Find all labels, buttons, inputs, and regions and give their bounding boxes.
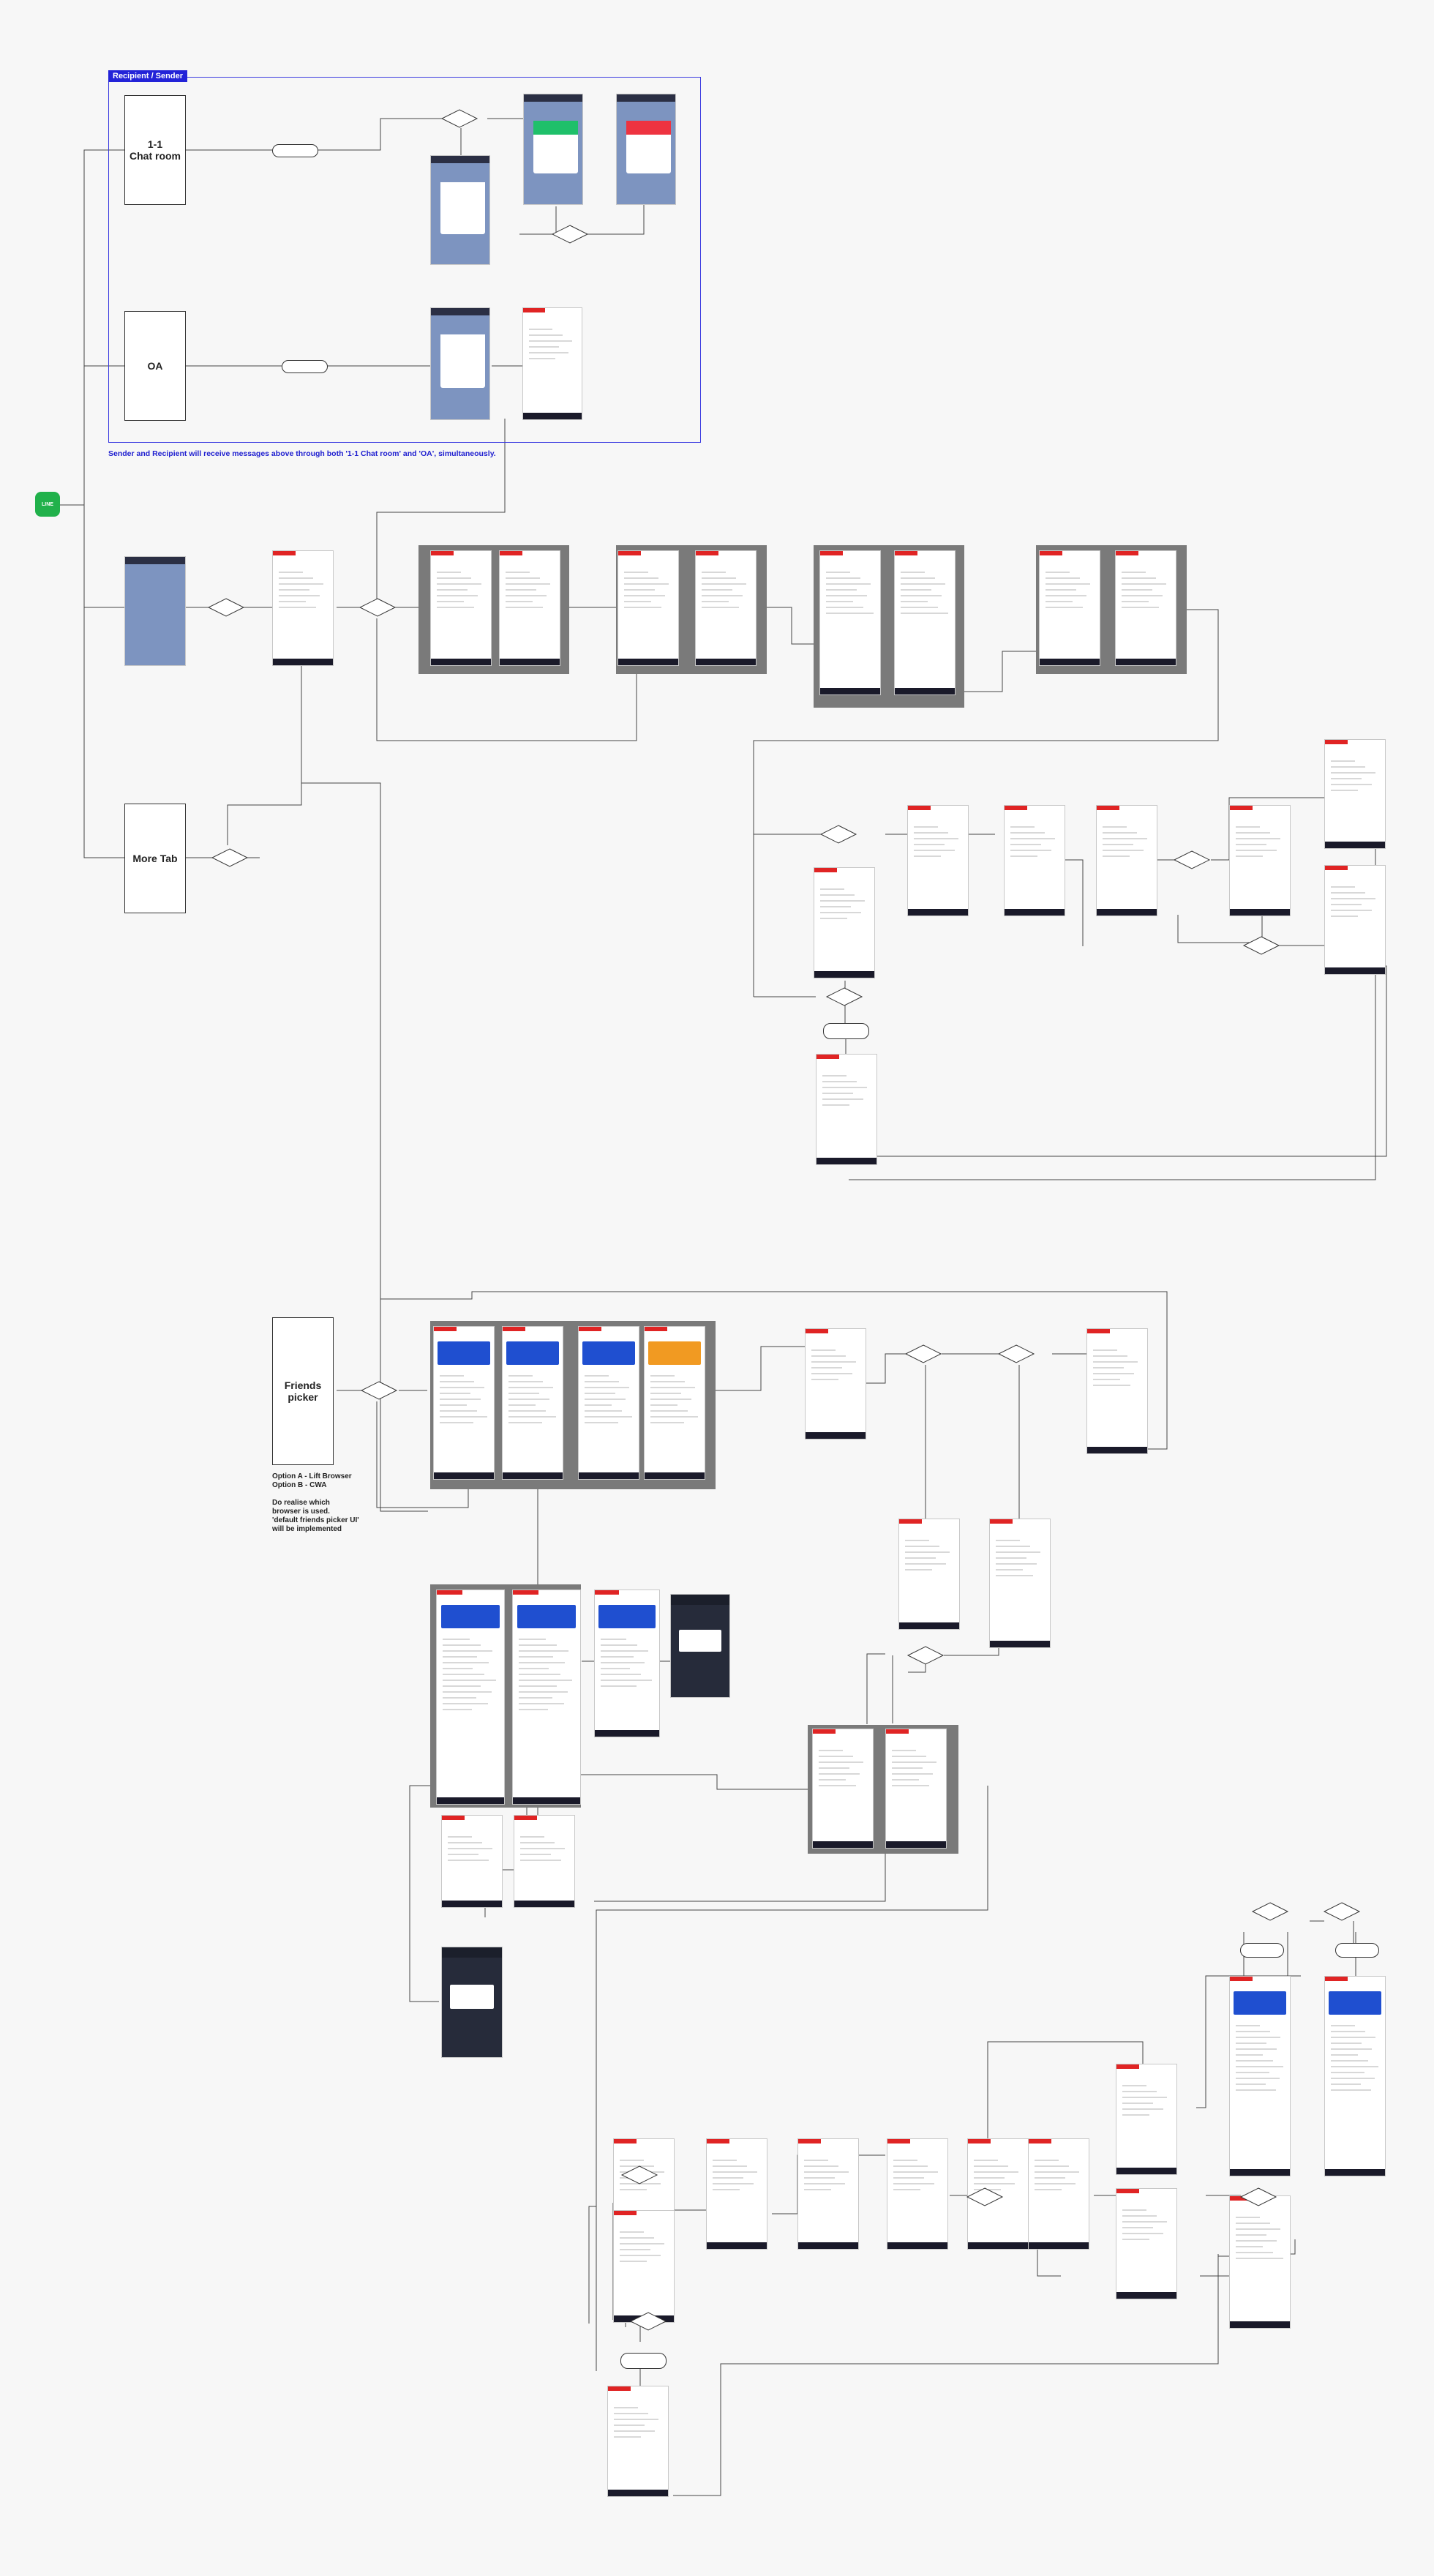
screen-thumbnail	[644, 1326, 705, 1480]
screen-thumbnail	[706, 2138, 767, 2250]
decision-diamond	[360, 1381, 398, 1400]
screen-thumbnail	[1115, 550, 1176, 666]
screen-thumbnail	[523, 94, 583, 205]
decision-diamond	[825, 987, 863, 1006]
screen-thumbnail	[814, 867, 875, 978]
screen-thumbnail	[1324, 865, 1386, 975]
screen-thumbnail	[594, 1590, 660, 1737]
screen-thumbnail	[1096, 805, 1157, 916]
screen-thumbnail	[617, 550, 679, 666]
screen-thumbnail	[1229, 1976, 1291, 2176]
screen-thumbnail	[607, 2386, 669, 2497]
oa-node[interactable]: OA	[124, 311, 186, 421]
screen-thumbnail	[436, 1590, 505, 1805]
screen-thumbnail	[578, 1326, 639, 1480]
screen-thumbnail	[1116, 2064, 1177, 2175]
line-logo-text: LINE	[42, 501, 53, 507]
screen-thumbnail	[1229, 2195, 1291, 2329]
screen-thumbnail	[272, 550, 334, 666]
decision-diamond	[207, 598, 245, 617]
chat-room-step-pill	[272, 144, 318, 157]
screen-thumbnail	[1039, 550, 1100, 666]
screen-thumbnail	[1324, 739, 1386, 849]
screen-thumbnail	[441, 1815, 503, 1908]
screen-thumbnail	[989, 1519, 1051, 1648]
decision-diamond	[906, 1646, 945, 1665]
more-tab-node[interactable]: More Tab	[124, 804, 186, 913]
broadcast-note: Sender and Recipient will receive messag…	[108, 449, 496, 458]
oa-step-pill	[282, 360, 328, 373]
screen-thumbnail	[907, 805, 969, 916]
screen-thumbnail	[819, 550, 881, 695]
screen-thumbnail	[1116, 2188, 1177, 2299]
screen-thumbnail	[1086, 1328, 1148, 1454]
decision-diamond	[211, 848, 249, 867]
screen-thumbnail	[894, 550, 956, 695]
screen-thumbnail	[433, 1326, 495, 1480]
decision-diamond	[1239, 2187, 1277, 2206]
screen-thumbnail	[522, 307, 582, 420]
section-label: Recipient / Sender	[108, 70, 187, 82]
screen-thumbnail	[1004, 805, 1065, 916]
chat-room-node[interactable]: 1-1 Chat room	[124, 95, 186, 205]
decision-diamond	[1251, 1902, 1289, 1921]
screen-thumbnail	[885, 1729, 947, 1849]
screen-thumbnail	[816, 1054, 877, 1165]
recipient-sender-section	[108, 77, 701, 443]
screen-thumbnail	[430, 550, 492, 666]
decision-diamond	[440, 109, 478, 128]
screen-thumbnail	[1028, 2138, 1089, 2250]
screen-thumbnail	[695, 550, 757, 666]
screen-thumbnail	[514, 1815, 575, 1908]
screen-thumbnail	[887, 2138, 948, 2250]
screen-thumbnail	[430, 155, 490, 265]
right-result-pill-2	[1335, 1943, 1379, 1958]
decision-diamond	[629, 2312, 667, 2331]
screen-thumbnail	[512, 1590, 581, 1805]
screen-thumbnail	[613, 2210, 675, 2323]
screen-thumbnail	[616, 94, 676, 205]
decision-diamond	[997, 1344, 1035, 1363]
screen-thumbnail	[812, 1729, 874, 1849]
otp-result-pill	[823, 1023, 869, 1039]
decision-diamond	[1323, 1902, 1361, 1921]
decision-diamond	[358, 598, 397, 617]
decision-diamond	[819, 825, 857, 844]
screen-thumbnail	[502, 1326, 563, 1480]
right-result-pill-1	[1240, 1943, 1284, 1958]
decision-diamond	[966, 2187, 1004, 2206]
screen-thumbnail	[124, 556, 186, 666]
decision-diamond	[551, 225, 589, 244]
screen-thumbnail	[797, 2138, 859, 2250]
option-note: Option A - Lift Browser Option B - CWA D…	[272, 1472, 359, 1533]
screen-thumbnail	[499, 550, 560, 666]
screen-thumbnail	[805, 1328, 866, 1439]
screen-thumbnail	[430, 307, 490, 420]
screen-thumbnail	[1229, 805, 1291, 916]
bottom-otp-result-pill	[620, 2353, 667, 2369]
decision-diamond	[1173, 850, 1211, 869]
screen-thumbnail	[441, 1947, 503, 2058]
screen-thumbnail	[670, 1594, 730, 1698]
decision-diamond	[1242, 936, 1280, 955]
decision-diamond	[904, 1344, 942, 1363]
screen-thumbnail	[1324, 1976, 1386, 2176]
screen-thumbnail	[898, 1519, 960, 1630]
friends-picker-node[interactable]: Friends picker	[272, 1317, 334, 1465]
line-logo: LINE	[35, 492, 60, 517]
decision-diamond	[620, 2165, 658, 2184]
